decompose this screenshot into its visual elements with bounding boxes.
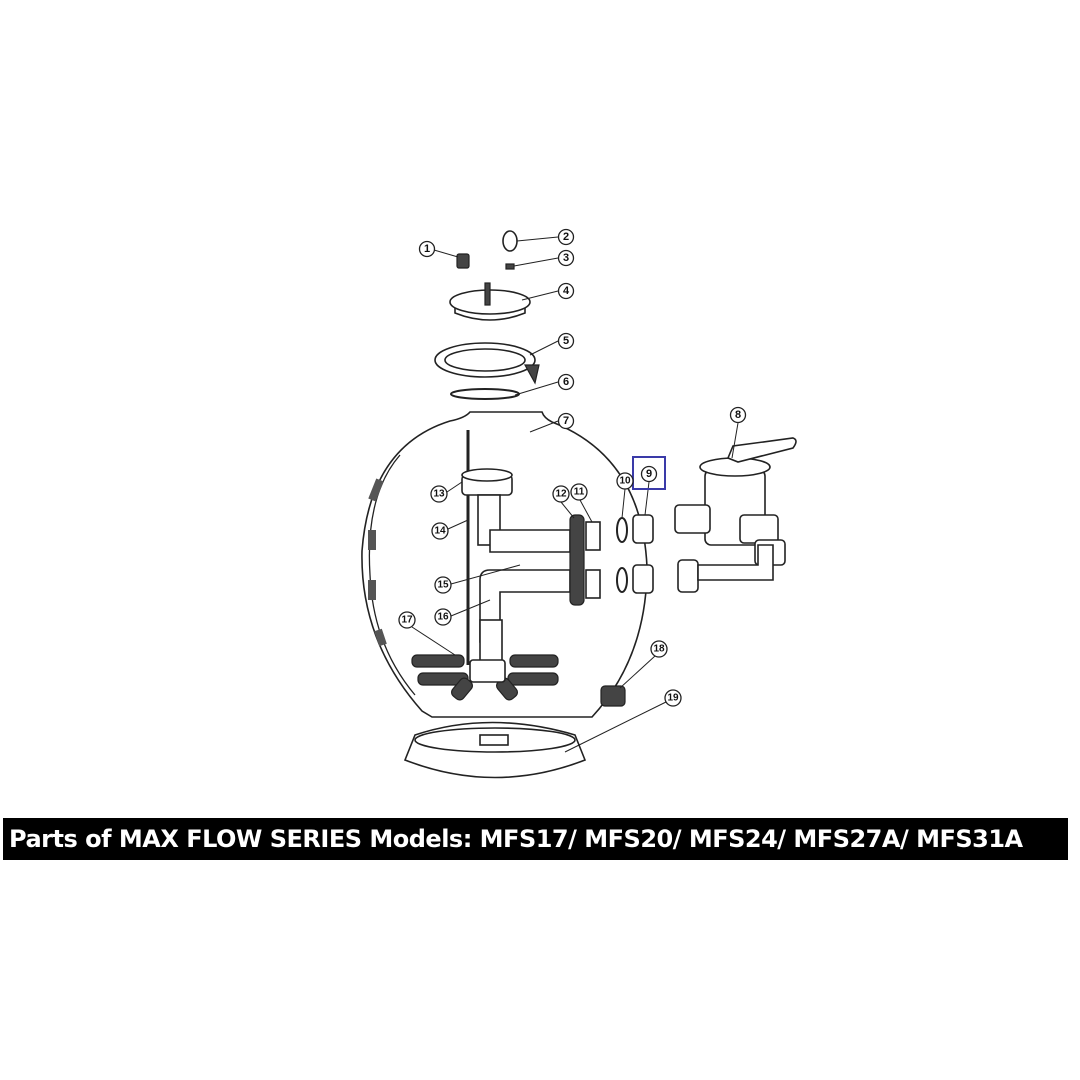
part-5-clamp <box>434 342 540 385</box>
callout-7: 7 <box>557 412 575 430</box>
callout-1: 1 <box>418 240 436 258</box>
callout-10: 10 <box>616 472 634 490</box>
callout-17: 17 <box>398 611 416 629</box>
part-8-multiport-valve <box>674 437 797 593</box>
svg-text:19: 19 <box>667 693 679 704</box>
drawing <box>361 230 797 779</box>
svg-text:1: 1 <box>424 243 430 255</box>
callout-16: 16 <box>434 608 452 626</box>
svg-text:16: 16 <box>437 612 449 623</box>
svg-text:6: 6 <box>563 376 569 388</box>
svg-text:3: 3 <box>563 252 569 264</box>
part-13-top-diffuser <box>461 468 513 496</box>
part-9-union-nut <box>632 514 654 594</box>
callout-15: 15 <box>434 576 452 594</box>
callout-19: 19 <box>664 689 682 707</box>
part-18-drain-plug <box>600 685 626 707</box>
callout-11: 11 <box>570 483 588 501</box>
svg-text:7: 7 <box>563 415 569 427</box>
part-17-laterals <box>411 654 559 701</box>
callout-5: 5 <box>557 332 575 350</box>
svg-text:9: 9 <box>646 468 652 480</box>
svg-text:2: 2 <box>563 231 569 243</box>
svg-text:18: 18 <box>653 644 665 655</box>
callout-13: 13 <box>430 485 448 503</box>
callout-9-highlighted: 9 <box>632 456 666 490</box>
callout-18: 18 <box>650 640 668 658</box>
caption-banner: Parts of MAX FLOW SERIES Models: MFS17/ … <box>3 818 1068 860</box>
part-6-oring <box>450 388 520 400</box>
svg-text:11: 11 <box>574 487 585 498</box>
svg-text:12: 12 <box>555 489 567 500</box>
callout-12: 12 <box>552 485 570 503</box>
part-1-plug <box>456 253 470 269</box>
part-19-base <box>403 721 587 779</box>
part-2-gauge <box>502 230 518 252</box>
svg-text:10: 10 <box>619 476 631 487</box>
callouts: 1 2 3 4 5 6 7 8 9 10 11 12 13 14 15 16 1… <box>398 228 747 707</box>
svg-text:8: 8 <box>735 409 741 421</box>
svg-text:5: 5 <box>563 335 569 347</box>
callout-8: 8 <box>729 406 747 424</box>
callout-4: 4 <box>557 282 575 300</box>
svg-text:17: 17 <box>401 615 413 626</box>
svg-text:4: 4 <box>563 285 570 297</box>
callout-6: 6 <box>557 373 575 391</box>
svg-text:13: 13 <box>433 489 445 500</box>
callout-3: 3 <box>557 249 575 267</box>
part-4-lid <box>449 282 531 321</box>
part-15-16-pipes <box>477 494 571 676</box>
svg-text:14: 14 <box>434 526 446 537</box>
callout-2: 2 <box>557 228 575 246</box>
part-11-12-bulkhead <box>569 514 601 606</box>
leader-lines <box>411 236 739 753</box>
callout-14: 14 <box>431 522 449 540</box>
svg-text:15: 15 <box>437 580 449 591</box>
part-3-oring <box>505 263 515 270</box>
highlight-box <box>632 456 666 490</box>
